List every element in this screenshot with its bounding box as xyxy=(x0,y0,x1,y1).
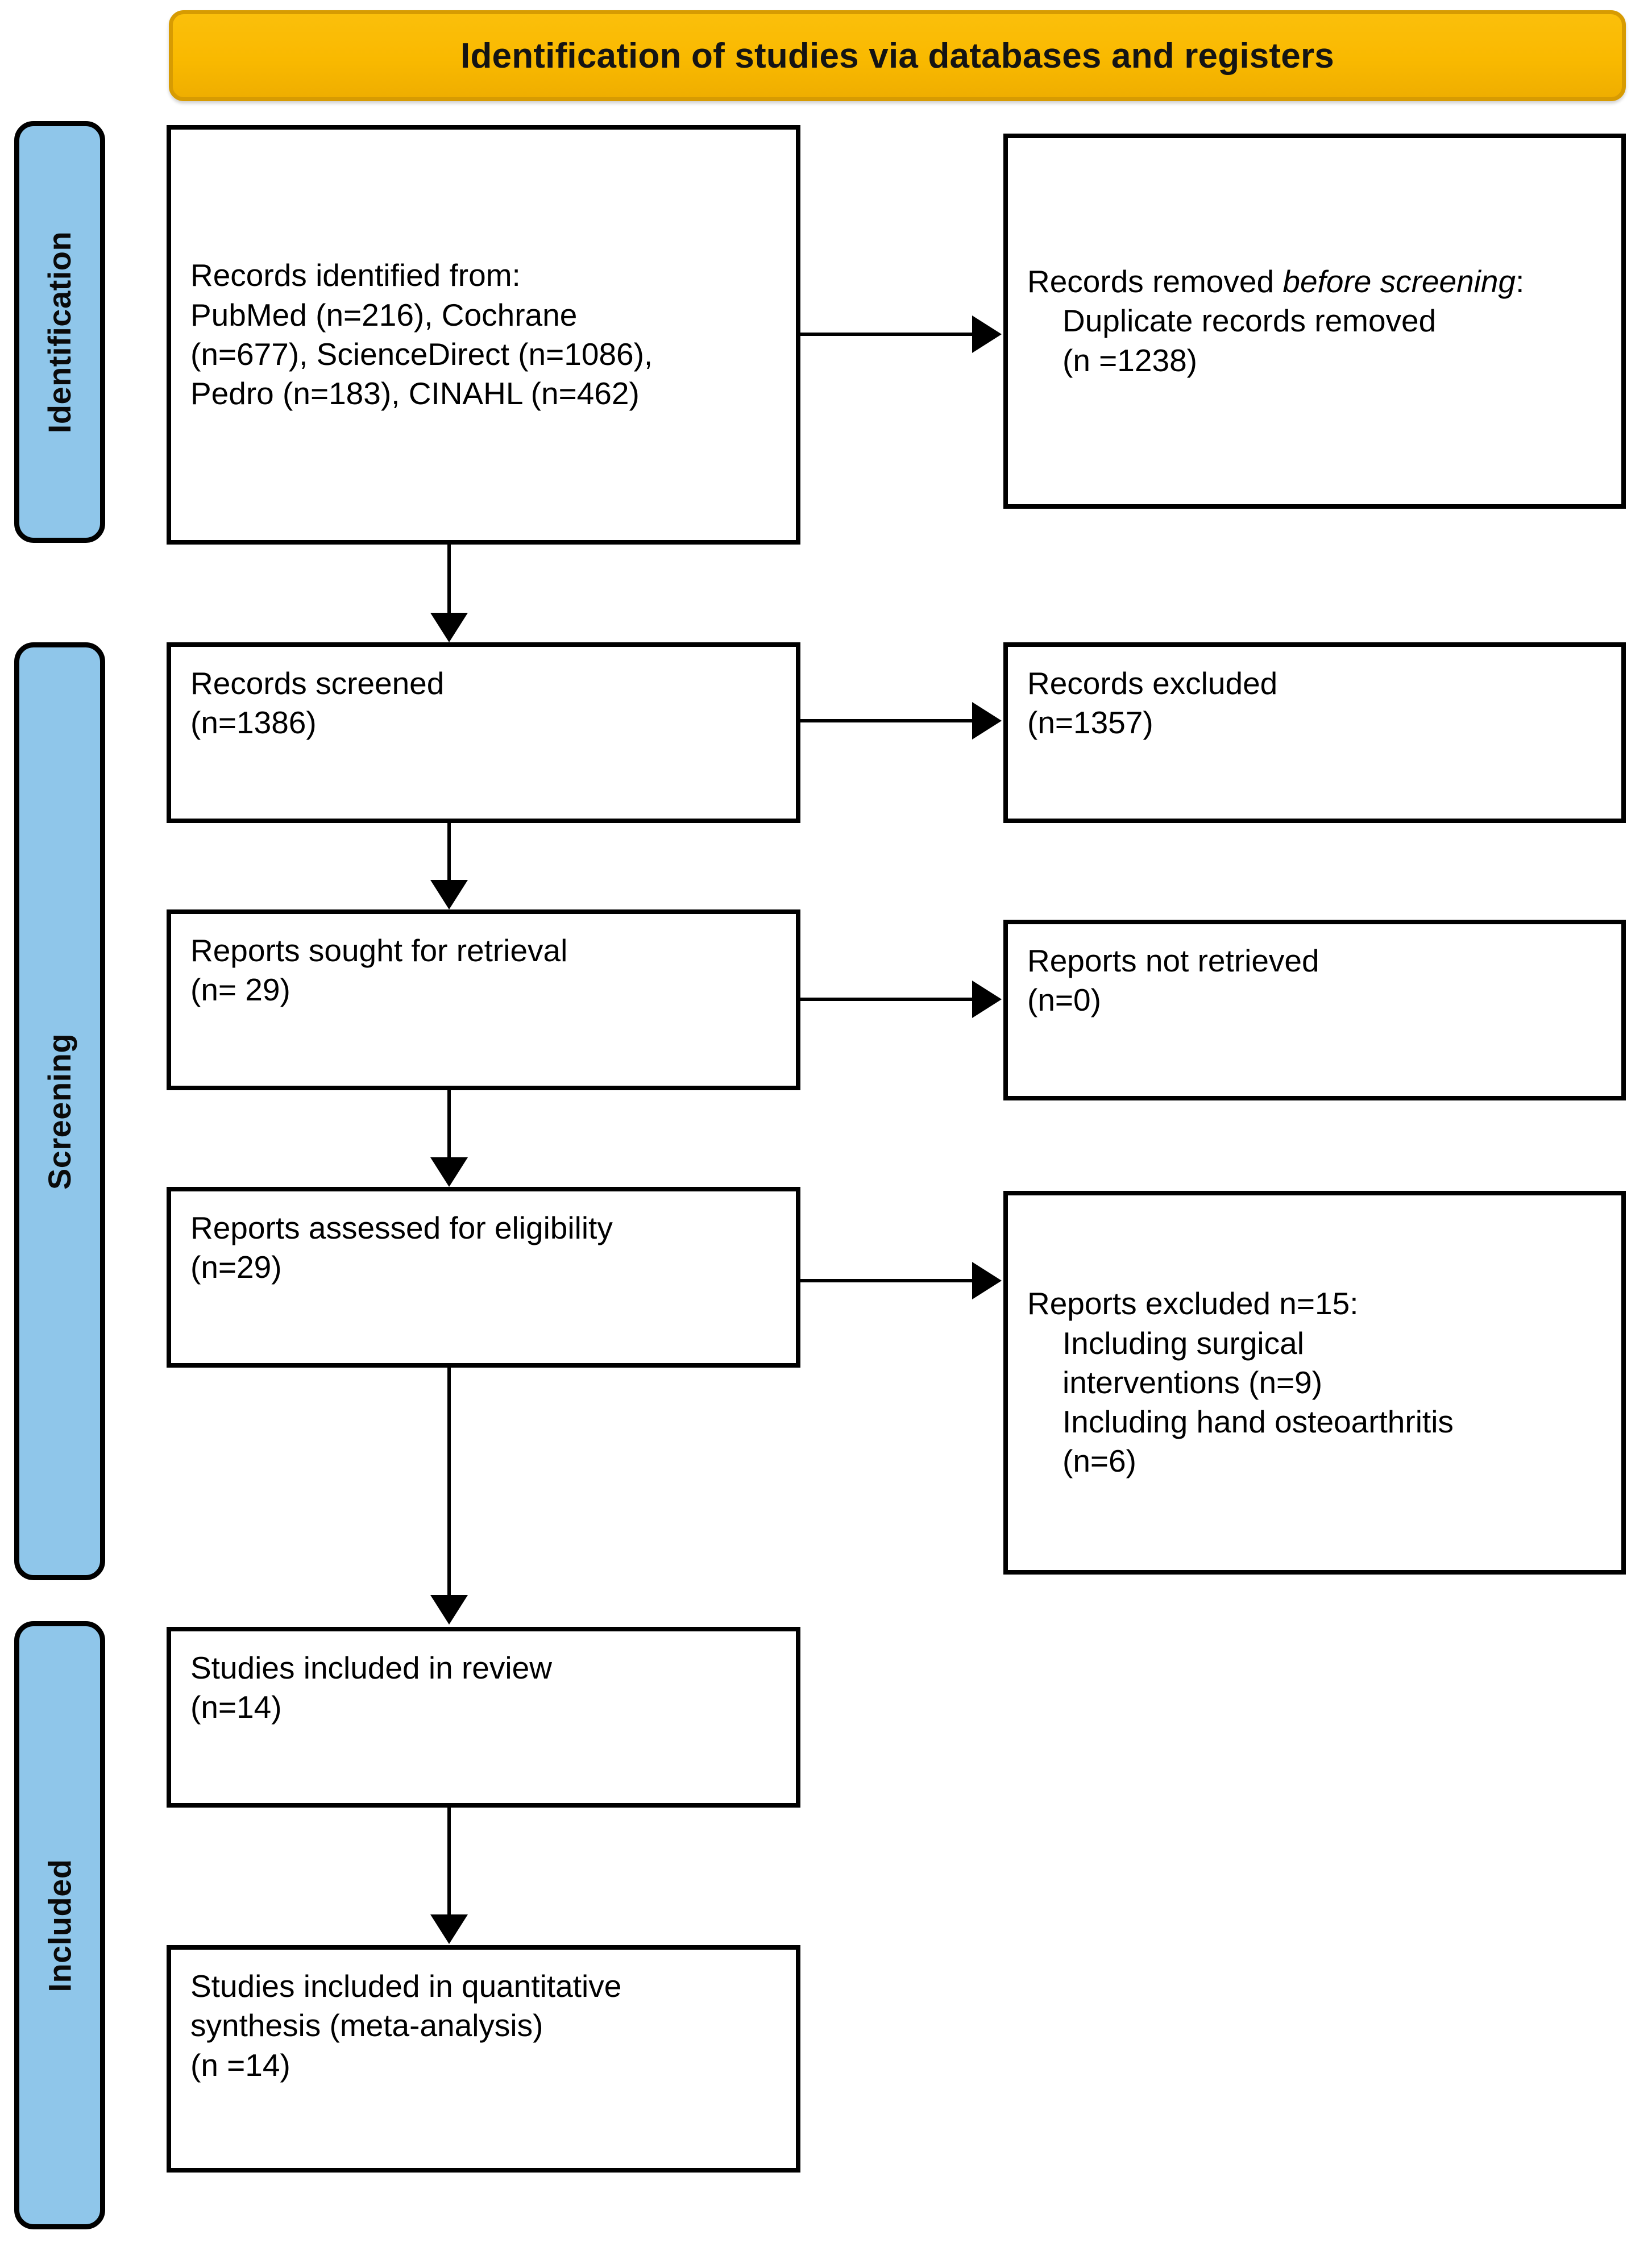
connector-identified-to-screened-arrow-icon xyxy=(430,613,468,642)
records-removed-lead: Records removed xyxy=(1027,264,1283,300)
node-records-identified-text: Records identified from: PubMed (n=216),… xyxy=(190,256,653,413)
stage-label-screening: Screening xyxy=(14,642,105,1580)
records-screened-line2: (n=1386) xyxy=(190,705,317,741)
included-review-line2: (n=14) xyxy=(190,1689,282,1725)
stage-label-identification: Identification xyxy=(14,121,105,543)
included-meta-line3: (n =14) xyxy=(190,2047,290,2083)
reports-sought-line1: Reports sought for retrieval xyxy=(190,933,568,968)
records-excluded-line1: Records excluded xyxy=(1027,666,1278,701)
reports-assessed-line1: Reports assessed for eligibility xyxy=(190,1210,613,1245)
stage-label-included: Included xyxy=(14,1621,105,2229)
node-reports-sought: Reports sought for retrieval (n= 29) xyxy=(167,909,800,1090)
records-identified-line3: (n=677), ScienceDirect (n=1086), xyxy=(190,337,653,372)
records-screened-line1: Records screened xyxy=(190,666,445,701)
records-removed-colon: : xyxy=(1516,264,1525,300)
node-records-screened: Records screened (n=1386) xyxy=(167,642,800,823)
connector-identified-to-removed-line xyxy=(800,333,974,336)
node-records-excluded-text: Records excluded (n=1357) xyxy=(1027,664,1277,743)
connector-sought-to-assessed-arrow-icon xyxy=(430,1157,468,1187)
node-studies-included-meta: Studies included in quantitative synthes… xyxy=(167,1945,800,2173)
node-records-removed-text: Records removed before screening: Duplic… xyxy=(1027,262,1524,380)
connector-sought-to-notretrieved-line xyxy=(800,998,974,1001)
node-records-screened-text: Records screened (n=1386) xyxy=(190,664,444,743)
included-review-line1: Studies included in review xyxy=(190,1650,552,1685)
connector-assessed-to-included-arrow-icon xyxy=(430,1595,468,1625)
connector-screened-to-sought-line xyxy=(447,823,451,882)
connector-review-to-meta-line xyxy=(447,1808,451,1917)
reports-assessed-line2: (n=29) xyxy=(190,1249,282,1285)
records-identified-line1: Records identified from: xyxy=(190,257,521,293)
connector-assessed-to-reportsexcluded-line xyxy=(800,1279,974,1282)
reports-excluded-line5: (n=6) xyxy=(1062,1443,1136,1479)
included-meta-line1: Studies included in quantitative xyxy=(190,1968,622,2004)
header-banner: Identification of studies via databases … xyxy=(169,10,1626,101)
stage-identification-text: Identification xyxy=(41,231,78,433)
banner-title: Identification of studies via databases … xyxy=(460,36,1334,76)
included-meta-line2: synthesis (meta-analysis) xyxy=(190,2008,543,2043)
connector-identified-to-screened-line xyxy=(447,545,451,615)
node-reports-assessed-text: Reports assessed for eligibility (n=29) xyxy=(190,1208,613,1287)
records-excluded-line2: (n=1357) xyxy=(1027,705,1153,741)
node-reports-not-retrieved: Reports not retrieved (n=0) xyxy=(1003,920,1626,1100)
reports-excluded-line4: Including hand osteoarthritis xyxy=(1062,1404,1454,1440)
connector-review-to-meta-arrow-icon xyxy=(430,1914,468,1944)
records-identified-line4: Pedro (n=183), CINAHL (n=462) xyxy=(190,376,640,412)
node-reports-excluded-text: Reports excluded n=15: Including surgica… xyxy=(1027,1284,1454,1481)
node-studies-included-meta-text: Studies included in quantitative synthes… xyxy=(190,1967,621,2085)
reports-excluded-line1: Reports excluded n=15: xyxy=(1027,1286,1359,1322)
connector-sought-to-notretrieved-arrow-icon xyxy=(972,981,1002,1018)
reports-not-retrieved-line1: Reports not retrieved xyxy=(1027,943,1319,978)
reports-sought-line2: (n= 29) xyxy=(190,972,290,1008)
connector-identified-to-removed-arrow-icon xyxy=(972,315,1002,353)
node-reports-excluded: Reports excluded n=15: Including surgica… xyxy=(1003,1191,1626,1575)
stage-screening-text: Screening xyxy=(41,1033,78,1190)
records-removed-detail2: (n =1238) xyxy=(1062,342,1197,378)
node-records-identified: Records identified from: PubMed (n=216),… xyxy=(167,125,800,545)
reports-not-retrieved-line2: (n=0) xyxy=(1027,982,1101,1018)
records-removed-detail1: Duplicate records removed xyxy=(1062,303,1437,339)
connector-assessed-to-reportsexcluded-arrow-icon xyxy=(972,1262,1002,1299)
node-records-removed: Records removed before screening: Duplic… xyxy=(1003,134,1626,509)
reports-excluded-line2: Including surgical xyxy=(1062,1325,1304,1361)
node-reports-assessed: Reports assessed for eligibility (n=29) xyxy=(167,1187,800,1368)
node-reports-not-retrieved-text: Reports not retrieved (n=0) xyxy=(1027,941,1319,1020)
connector-screened-to-sought-arrow-icon xyxy=(430,880,468,909)
stage-included-text: Included xyxy=(41,1858,78,1992)
node-studies-included-review: Studies included in review (n=14) xyxy=(167,1627,800,1808)
node-records-excluded: Records excluded (n=1357) xyxy=(1003,642,1626,823)
connector-screened-to-excluded-arrow-icon xyxy=(972,702,1002,740)
reports-excluded-line3: interventions (n=9) xyxy=(1062,1364,1323,1400)
connector-sought-to-assessed-line xyxy=(447,1090,451,1160)
node-reports-sought-text: Reports sought for retrieval (n= 29) xyxy=(190,931,567,1010)
connector-screened-to-excluded-line xyxy=(800,719,974,722)
node-studies-included-review-text: Studies included in review (n=14) xyxy=(190,1648,552,1727)
connector-assessed-to-included-line xyxy=(447,1368,451,1597)
records-removed-italic: before screening xyxy=(1282,264,1516,300)
records-identified-line2: PubMed (n=216), Cochrane xyxy=(190,297,578,333)
